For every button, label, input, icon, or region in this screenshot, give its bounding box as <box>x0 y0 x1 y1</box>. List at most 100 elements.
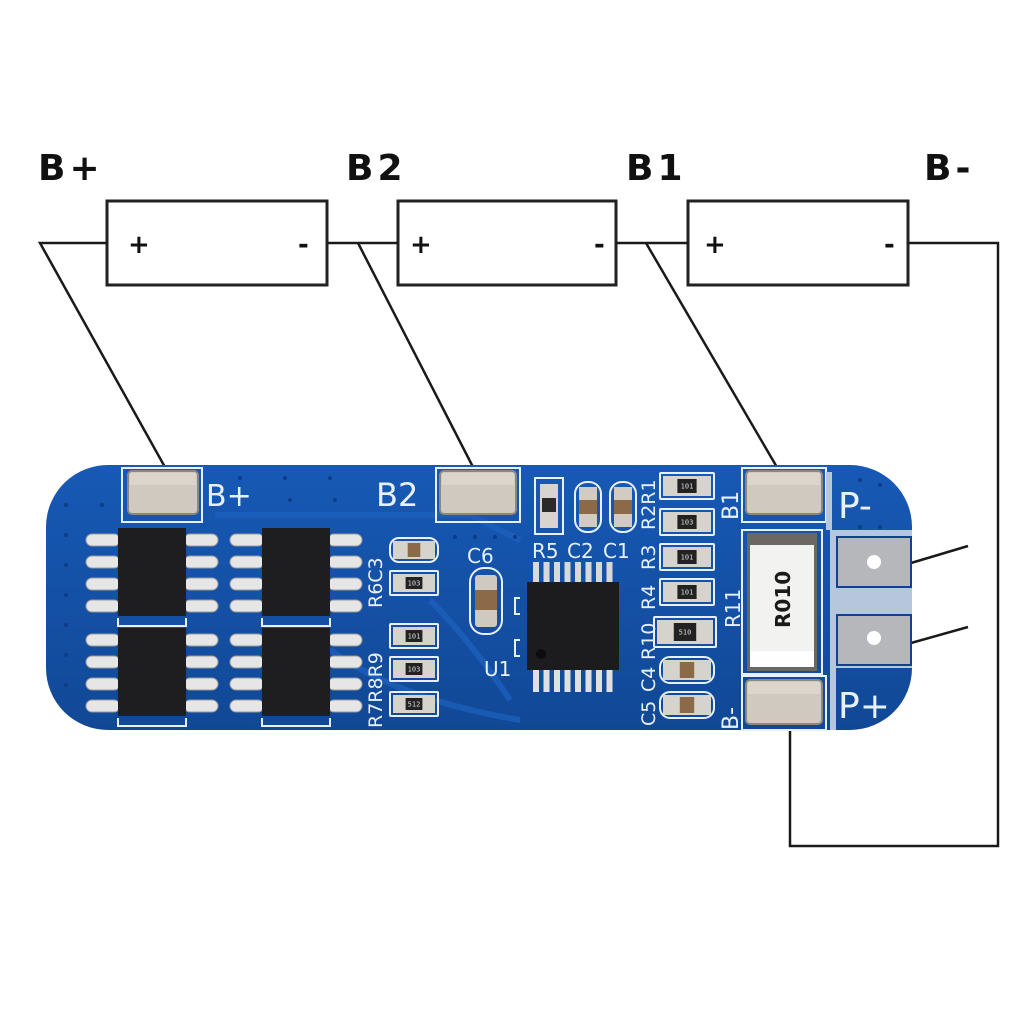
cell-1: + - <box>105 199 329 287</box>
mosfet-3 <box>85 628 219 727</box>
resistor-r10: 510 <box>653 616 717 648</box>
silk-b-plus: B+ <box>206 479 252 514</box>
ic-pin <box>585 562 592 584</box>
silk-outline <box>117 718 187 727</box>
tab-hole-icon <box>867 555 881 569</box>
wire-p-plus <box>910 625 969 645</box>
solder-pin <box>85 577 121 591</box>
solder-pin <box>85 555 121 569</box>
label-b1: B1 <box>626 148 687 189</box>
silk-r5: R5 <box>532 539 559 563</box>
ic-pin <box>575 562 581 584</box>
solder-pin <box>183 599 219 613</box>
silk-r11: R11 <box>721 589 745 628</box>
solder-pin <box>229 677 265 691</box>
capacitor-c6 <box>469 567 503 635</box>
solder-pin <box>85 655 121 669</box>
solder-pin <box>229 533 265 547</box>
mosfet-2 <box>229 528 363 627</box>
solder-pin <box>229 555 265 569</box>
solder-pin <box>183 633 219 647</box>
silk-r7r8r9: R7R8R9 <box>365 652 387 728</box>
capacitor-c4 <box>659 656 715 684</box>
resistor-r6: 103 <box>389 570 439 596</box>
ic-pin <box>564 562 571 584</box>
pad-b2[interactable] <box>435 467 521 523</box>
solder-pin <box>327 555 363 569</box>
solder-pin <box>85 677 121 691</box>
wire-b1 <box>644 242 780 470</box>
silk-p-plus: P+ <box>838 686 890 727</box>
label-b2: B2 <box>346 148 407 189</box>
resistor-r5 <box>534 477 564 535</box>
cell-1-positive: + <box>128 230 150 260</box>
silk-r10: R10 <box>638 623 660 660</box>
resistor-r8: 103 <box>389 656 439 682</box>
smd-marking: 510 <box>679 629 692 637</box>
solder-pin <box>229 633 265 647</box>
silk-c1: C1 <box>603 539 630 563</box>
smd-marking: 103 <box>408 666 421 674</box>
solder-pin <box>327 677 363 691</box>
smd-marking: 101 <box>681 554 694 562</box>
pad-b1[interactable] <box>741 467 827 523</box>
solder-pin <box>183 555 219 569</box>
solder-pin <box>229 655 265 669</box>
mosfet-body <box>262 628 330 716</box>
silk-u1: U1 <box>484 657 511 681</box>
solder-pin <box>327 699 363 713</box>
ic-pin <box>543 668 550 692</box>
silk-c6: C6 <box>467 544 494 568</box>
ic-u1 <box>514 562 619 692</box>
resistor-r9: 101 <box>389 623 439 649</box>
resistor-r4: 101 <box>659 578 715 606</box>
solder-pin <box>229 599 265 613</box>
ic-pin <box>575 668 581 692</box>
ic-pin <box>554 668 560 692</box>
solder-pin <box>327 533 363 547</box>
bms-board: B+ B2 B1 B- P- P+ R010 <box>45 464 912 731</box>
ic-pin <box>533 668 539 692</box>
silk-outline <box>117 618 187 627</box>
solder-pin <box>183 655 219 669</box>
silk-r3: R3 <box>638 545 660 570</box>
solder-pin <box>85 599 121 613</box>
ic-pin <box>543 562 550 584</box>
mosfet-1 <box>85 528 219 627</box>
silk-r4: R4 <box>638 585 660 610</box>
solder-pin <box>327 599 363 613</box>
pad-b-minus[interactable] <box>741 675 827 731</box>
solder-pin <box>183 699 219 713</box>
solder-pin <box>183 533 219 547</box>
ic-pin <box>564 668 571 692</box>
capacitor-c2 <box>574 481 602 533</box>
ic-pin <box>596 562 602 584</box>
silk-c4: C4 <box>638 667 660 692</box>
component-column-left: 103 101 103 512 <box>389 537 439 717</box>
silk-r2r1: R2R1 <box>638 479 660 530</box>
solder-pin <box>85 533 121 547</box>
label-b-plus: B+ <box>38 148 104 189</box>
tab-p-plus[interactable] <box>836 614 912 666</box>
mosfet-body <box>118 628 186 716</box>
ic-pin <box>596 668 602 692</box>
wire-p-minus <box>910 544 969 565</box>
solder-pin <box>183 677 219 691</box>
solder-pin <box>327 655 363 669</box>
pad-b-plus[interactable] <box>121 467 203 523</box>
smd-marking: 512 <box>408 701 421 709</box>
tab-p-minus[interactable] <box>836 536 912 588</box>
cell-3: + - <box>686 199 910 287</box>
cell-2: + - <box>396 199 618 287</box>
cell-1-negative: - <box>298 230 309 260</box>
ic-pin <box>606 562 613 584</box>
shunt-marking: R010 <box>771 571 795 628</box>
solder-pin <box>85 633 121 647</box>
shunt-resistor: R010 <box>741 529 823 675</box>
cell-3-negative: - <box>884 230 895 260</box>
mosfet-body <box>262 528 330 616</box>
solder-pin <box>183 577 219 591</box>
resistor-r1: 101 <box>659 472 715 500</box>
